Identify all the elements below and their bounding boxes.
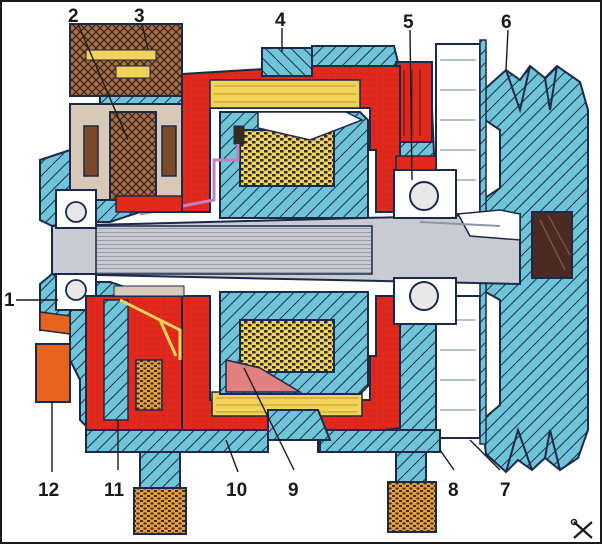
excitation-winding-bottom <box>239 319 335 373</box>
stator-core-top <box>261 47 313 77</box>
shaft <box>51 209 521 286</box>
front-bearing <box>393 155 457 325</box>
label-4: 4 <box>275 10 286 31</box>
label-12: 12 <box>38 480 59 501</box>
label-5: 5 <box>403 12 414 33</box>
label-7: 7 <box>500 480 511 501</box>
stator <box>181 65 401 442</box>
label-2: 2 <box>68 6 79 27</box>
label-10: 10 <box>226 480 247 501</box>
part-labels: 1 2 3 4 5 6 7 8 9 10 11 12 <box>4 6 512 501</box>
leader-lines <box>16 23 509 473</box>
label-8: 8 <box>448 480 459 501</box>
rectifier-unit <box>85 285 185 431</box>
pulley <box>480 64 589 474</box>
bolt-bushings <box>133 481 437 535</box>
label-9: 9 <box>288 480 299 501</box>
rotor <box>139 111 369 395</box>
label-11: 11 <box>104 480 125 501</box>
brush-holder <box>69 23 183 213</box>
label-6: 6 <box>501 12 512 33</box>
label-3: 3 <box>134 6 145 27</box>
label-1: 1 <box>4 290 15 311</box>
capacitor <box>35 343 71 403</box>
excitation-winding-top <box>239 129 335 187</box>
wrench-screwdriver-icon <box>570 518 593 539</box>
capacitor-terminal <box>39 311 71 335</box>
